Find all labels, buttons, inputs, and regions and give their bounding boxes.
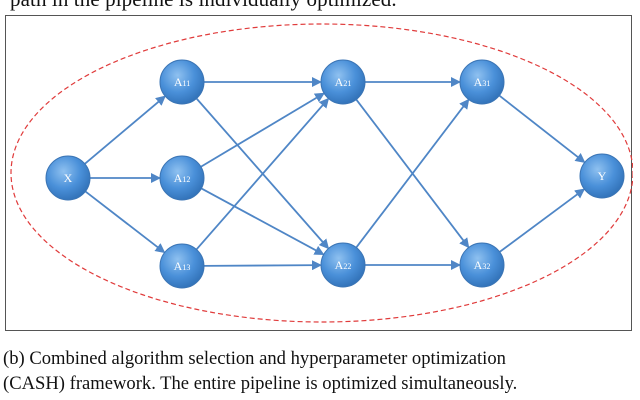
- node-circle-a22: [320, 242, 366, 288]
- caption-line-2: (CASH) framework. The entire pipeline is…: [3, 373, 518, 394]
- node-circle-a13: [159, 243, 205, 289]
- node-circle-y: [579, 153, 625, 199]
- edges-layer: [84, 77, 586, 271]
- node-circle-a32: [459, 242, 505, 288]
- node-label-a32: A32: [474, 258, 491, 272]
- arrow-a13-to-a21: [195, 97, 330, 251]
- arrow-a32-to-y: [499, 188, 586, 253]
- node-label-a21: A21: [335, 75, 352, 89]
- arrow-x-to-a13: [84, 190, 166, 254]
- pipeline-boundary-ellipse: [10, 23, 633, 323]
- node-circle-a11: [159, 59, 205, 105]
- node-a13: A13: [159, 243, 205, 289]
- arrow-x-to-a11: [84, 95, 166, 165]
- node-circle-a31: [459, 59, 505, 105]
- caption-line-1: (b) Combined algorithm selection and hyp…: [3, 348, 506, 369]
- node-circle-a21: [320, 59, 366, 105]
- node-label-a11: A11: [174, 75, 190, 89]
- node-label-x: X: [64, 171, 73, 185]
- node-circle-x: [45, 155, 91, 201]
- node-a22: A22: [320, 242, 366, 288]
- node-a12: A12: [159, 155, 205, 201]
- node-y: Y: [579, 153, 625, 199]
- node-label-y: Y: [598, 169, 607, 183]
- node-label-a13: A13: [174, 259, 191, 273]
- node-label-a22: A22: [335, 258, 352, 272]
- arrow-a13-to-a22: [203, 260, 323, 271]
- node-label-a31: A31: [474, 75, 491, 89]
- arrow-a22-to-a31: [355, 98, 470, 249]
- node-a32: A32: [459, 242, 505, 288]
- arrow-a12-to-a22: [200, 187, 325, 256]
- node-circle-a12: [159, 155, 205, 201]
- arrow-a31-to-y: [498, 94, 586, 164]
- node-a11: A11: [159, 59, 205, 105]
- node-label-a12: A12: [174, 171, 191, 185]
- preceding-caption-text: path in the pipeline is individually opt…: [10, 0, 397, 12]
- figure-caption: (b) Combined algorithm selection and hyp…: [3, 346, 637, 396]
- node-a21: A21: [320, 59, 366, 105]
- node-a31: A31: [459, 59, 505, 105]
- node-x: X: [45, 155, 91, 201]
- arrow-a12-to-a21: [200, 92, 325, 168]
